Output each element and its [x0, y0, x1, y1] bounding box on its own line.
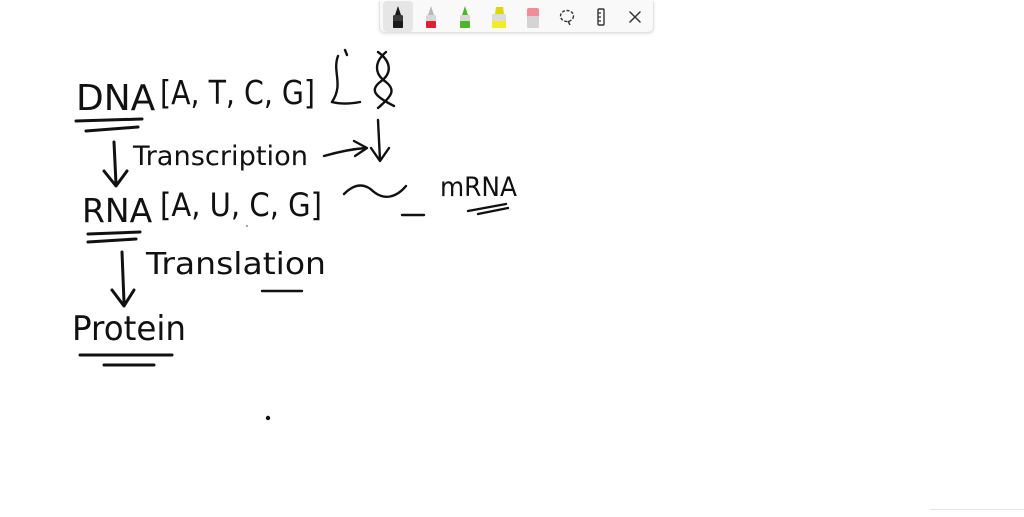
red-pen-tool[interactable] — [416, 1, 446, 32]
rna-underline-1 — [86, 230, 142, 236]
helix-strand-1 — [373, 50, 396, 108]
dna-bases: [A, T, C, G] — [160, 73, 315, 112]
mrna-label: mRNA — [440, 172, 517, 203]
black-pen-tool[interactable] — [383, 1, 413, 32]
rna-protein-arrow-shaft — [120, 250, 126, 304]
stray-dot-small — [246, 225, 248, 227]
bottom-edge-divider — [930, 509, 1024, 510]
ruler-tool[interactable] — [586, 1, 616, 32]
helix-sketch-base — [330, 100, 362, 105]
protein-label: Protein — [72, 309, 186, 349]
rna-label: RNA — [82, 191, 153, 230]
transcription-label: Transcription — [132, 141, 308, 172]
dna-label: DNA — [76, 78, 156, 119]
ruler-icon — [597, 7, 605, 26]
green-pen-tool[interactable] — [450, 1, 480, 32]
red-pen-icon — [426, 5, 436, 28]
close-toolbar-button[interactable] — [620, 1, 650, 32]
eraser-tool[interactable] — [518, 1, 548, 32]
green-pen-icon — [460, 5, 470, 28]
translation-label: Translation — [145, 247, 326, 282]
helix-down-arrow-head — [369, 146, 391, 163]
yellow-highlighter-tool[interactable] — [484, 1, 514, 32]
stray-dot — [265, 415, 271, 421]
mrna-underline-1 — [466, 202, 508, 213]
helix-strand-2 — [375, 50, 393, 110]
drawing-toolbar — [379, 1, 654, 33]
rna-protein-arrow-head — [110, 288, 136, 308]
dna-rna-arrow-head — [102, 169, 129, 188]
dna-rna-arrow-shaft — [112, 140, 118, 186]
eraser-icon — [527, 7, 539, 28]
black-pen-icon — [393, 5, 403, 28]
mrna-underline-2 — [476, 206, 510, 216]
lasso-icon — [559, 9, 575, 25]
rna-underline-2 — [86, 237, 138, 244]
rna-bases: [A, U, C, G] — [160, 186, 322, 224]
transcription-arrow-head — [352, 139, 369, 158]
highlighter-icon — [492, 6, 506, 28]
helix-sketch-1 — [330, 54, 340, 104]
dna-underline-2 — [84, 125, 140, 133]
close-icon — [629, 10, 641, 23]
transcription-arrow-shaft — [322, 146, 368, 158]
dna-underline-1 — [74, 117, 144, 123]
lasso-select-tool[interactable] — [552, 1, 582, 32]
rna-strand-sketch — [342, 184, 408, 198]
helix-down-arrow-shaft — [376, 118, 382, 162]
helix-sketch-tick — [343, 48, 349, 57]
